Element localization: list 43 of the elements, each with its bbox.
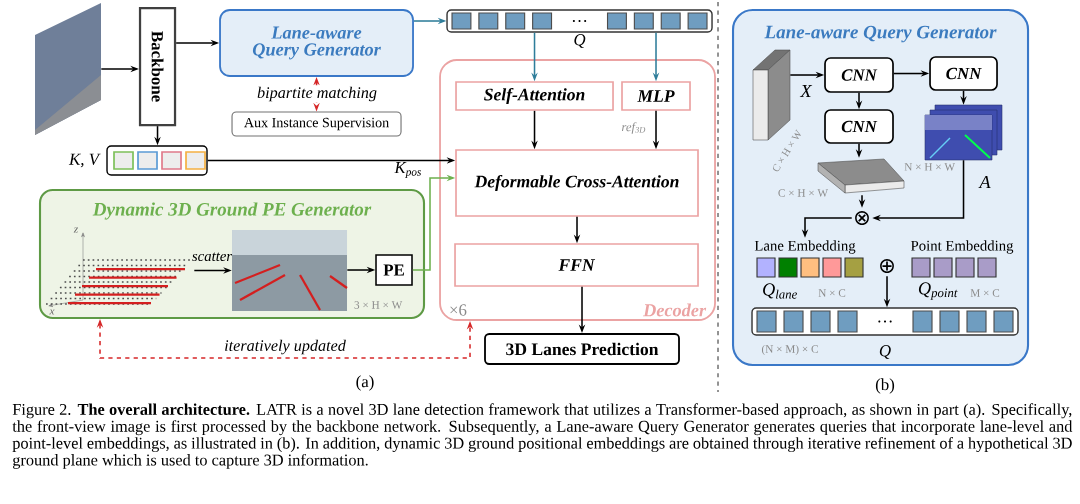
query-bar: … (751, 307, 1019, 336)
supervision-box: Aux Instance Supervision (231, 111, 402, 137)
module-box: Lane-aware Query Generator (219, 9, 414, 77)
dimension-label: N × C (818, 289, 846, 297)
edge-label: K$_{pos}$ (394, 162, 421, 178)
caption: Figure 2. The overall architecture. LATR is a novel 3D lane detection framework that utilizes a Transformer-based approach, as shown in part (a). Specifically, the front-view image is first processed by the backbone network. Subsequently, a Lane-aware Query Generator generates queries that incorporate lane-level and point-level embeddings, as illustrated in (b). In addition, dynamic 3D ground positional embeddings are obtained through iterative refinement of a hypothetical 3D ground plane which is used to capture 3D information. (12, 403, 1073, 469)
layer-box: FFN (454, 243, 699, 287)
photo-block (35, 3, 101, 135)
axis-label: x (49, 309, 55, 315)
output-box: 3D Lanes Prediction (484, 333, 680, 365)
layer-box: Deformable Cross-Attention (455, 149, 699, 217)
cnn-box: CNN (929, 56, 998, 91)
dimension-label: (N × M) × C (761, 344, 818, 356)
edge-label: scatter (192, 252, 233, 262)
symbol-label: A (978, 176, 991, 189)
dimension-label: 3 × H × W (354, 301, 403, 309)
edge-label: X (799, 84, 813, 97)
dimension-label: M × C (970, 289, 1000, 297)
operator-symbol: ⊗ (855, 211, 869, 225)
operator-symbol: ⊕ (880, 259, 894, 273)
layer-box: Self-Attention (455, 81, 614, 111)
embedding-heading: Point Embedding (910, 240, 1014, 254)
dimension-label: C × H × W (772, 129, 801, 172)
axis-label: z (73, 227, 79, 233)
panel-label: (b) (875, 378, 895, 394)
dimension-label: C × H × W (778, 189, 829, 197)
edge-label: ref$_{3D}$ (621, 122, 646, 134)
cnn-box: CNN (824, 109, 894, 144)
pe-box: PE (375, 254, 413, 286)
layer-box: MLP (621, 81, 691, 111)
backbone-box: Backbone (138, 6, 177, 127)
embedding-heading: Lane Embedding (754, 240, 856, 254)
symbol-label: K, V (68, 153, 101, 168)
edge-label: iteratively updated (225, 339, 346, 355)
symbol-label: Q$_{point}$ (918, 282, 958, 300)
dimension-label: N × H × W (904, 163, 955, 171)
edge-label: bipartite matching (255, 85, 379, 103)
panel-label: (a) (356, 375, 374, 391)
query-bar: … (446, 9, 713, 33)
symbol-label: Q$_{lane}$ (763, 283, 797, 299)
cnn-box: CNN (824, 57, 894, 93)
symbol-label: Q (879, 345, 891, 359)
symbol-label: Q (574, 34, 586, 48)
